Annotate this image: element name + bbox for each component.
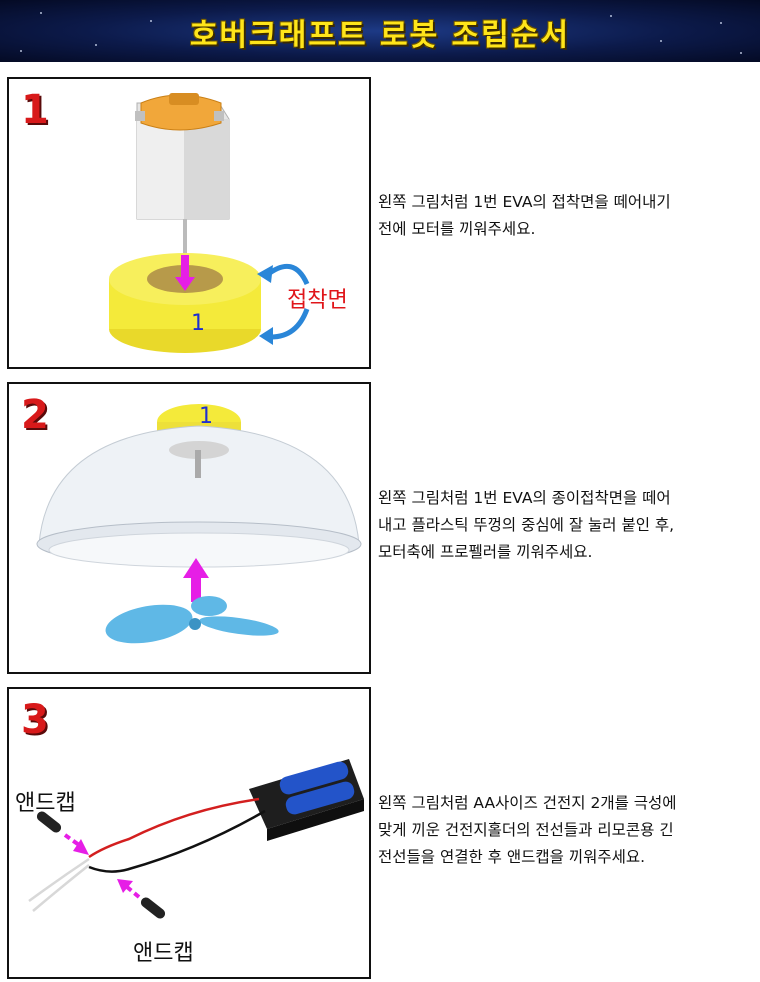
step-number: 1 xyxy=(21,87,49,133)
step-2-panel: 2 1 xyxy=(7,382,371,674)
endcap-label-bottom: 앤드캡 xyxy=(133,941,194,966)
desc-line: 왼쪽 그림처럼 AA사이즈 건전지 2개를 극성에 xyxy=(378,794,677,812)
dome-propeller-illustration xyxy=(36,404,362,644)
page-title: 호버크래프트 로봇 조립순서 xyxy=(189,18,571,53)
desc-line: 모터축에 프로펠러를 끼워주세요. xyxy=(378,543,593,561)
endcap-label-top: 앤드캡 xyxy=(15,791,76,816)
desc-line: 맞게 끼운 건전지홀더의 전선들과 리모콘용 긴 xyxy=(378,821,674,839)
desc-line: 왼쪽 그림처럼 1번 EVA의 종이접착면을 떼어 xyxy=(378,489,671,507)
step-number: 3 xyxy=(21,697,49,743)
battery-wiring-illustration xyxy=(28,759,364,919)
step-number: 2 xyxy=(21,392,49,438)
desc-line: 왼쪽 그림처럼 1번 EVA의 접착면을 떼어내기 xyxy=(378,193,671,211)
step-3-description: 왼쪽 그림처럼 AA사이즈 건전지 2개를 극성에 맞게 끼운 건전지홀더의 전… xyxy=(378,790,756,871)
desc-line: 전선들을 연결한 후 앤드캡을 끼워주세요. xyxy=(378,848,646,866)
title-banner: 호버크래프트 로봇 조립순서 xyxy=(0,0,760,62)
desc-line: 내고 플라스틱 뚜껑의 중심에 잘 눌러 붙인 후, xyxy=(378,516,675,534)
step-3-panel: 3 앤드캡 앤드캡 xyxy=(7,687,371,979)
part-number-label: 1 xyxy=(191,311,205,336)
desc-line: 전에 모터를 끼워주세요. xyxy=(378,220,536,238)
motor-eva-illustration xyxy=(109,93,310,353)
step-1-panel: 1 접착면 1 xyxy=(7,77,371,369)
part-number-label: 1 xyxy=(199,404,213,429)
adhesive-callout: 접착면 xyxy=(287,288,348,313)
step-2-description: 왼쪽 그림처럼 1번 EVA의 종이접착면을 떼어 내고 플라스틱 뚜껑의 중심… xyxy=(378,485,756,566)
step-1-description: 왼쪽 그림처럼 1번 EVA의 접착면을 떼어내기 전에 모터를 끼워주세요. xyxy=(378,189,756,243)
